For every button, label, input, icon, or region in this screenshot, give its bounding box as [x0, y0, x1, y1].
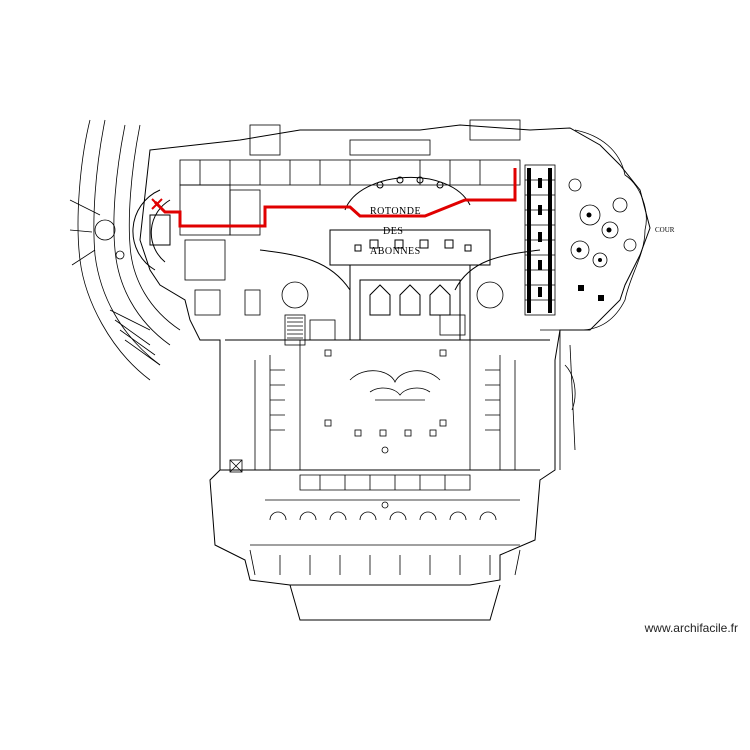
- route-path: [153, 168, 517, 228]
- route-start-marker: [151, 198, 163, 210]
- upper-wing: [179, 119, 521, 316]
- watermark: www.archifacile.fr: [644, 621, 738, 635]
- rotonde-label-line2: DES: [383, 226, 403, 237]
- rotonde-label-line1: ROTONDE: [370, 206, 421, 217]
- structural-hatching: [527, 168, 612, 313]
- right-pavilion: [524, 129, 647, 470]
- front-loggia: [249, 474, 521, 576]
- left-rotunda: [132, 189, 171, 271]
- building-outline: [139, 124, 651, 621]
- left-approach: [69, 119, 181, 381]
- rotonde-label-line3: ABONNES: [370, 246, 421, 257]
- stair-halls: [244, 281, 504, 346]
- main-hall: [229, 339, 516, 473]
- cour-label: COUR: [655, 226, 675, 234]
